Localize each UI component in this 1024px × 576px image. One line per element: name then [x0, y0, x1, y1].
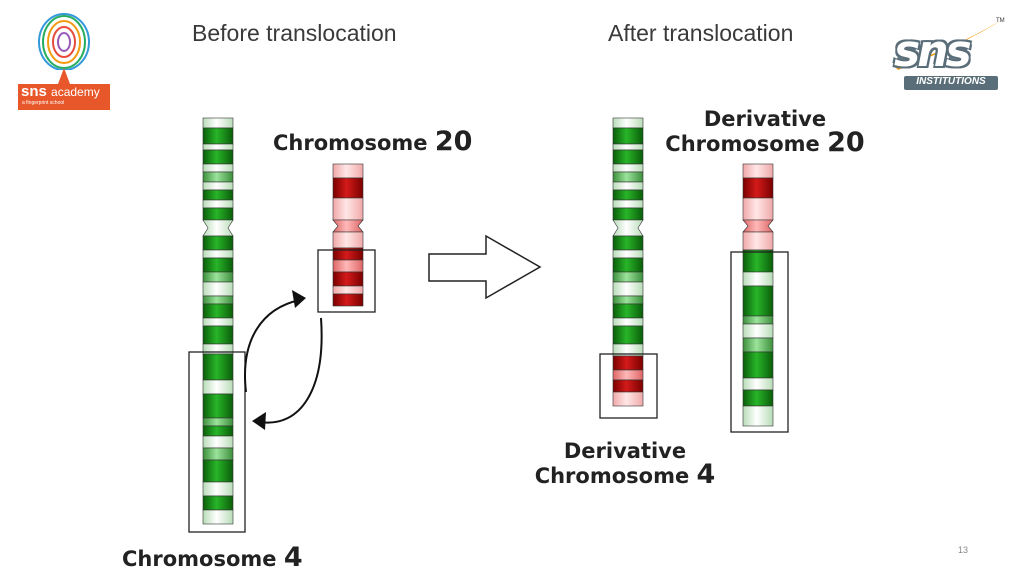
sns-institutions-logo: sns TM INSTITUTIONS — [884, 14, 1010, 96]
derivative-chromosome-4 — [612, 117, 644, 407]
chromosome-4-label: Chromosome 4 — [122, 544, 303, 571]
sns-academy-subtitle: academy — [51, 85, 100, 99]
chr4-number: 4 — [283, 542, 303, 573]
chromosome-4 — [202, 117, 234, 525]
chromosome-20-label: Chromosome 20 — [273, 128, 472, 155]
chr20-word: Chromosome — [273, 131, 428, 155]
derivative-chromosome-20-label: Derivative Chromosome 20 — [650, 107, 880, 158]
chr20-number: 20 — [434, 126, 473, 157]
sns-institutions-band: INSTITUTIONS — [904, 76, 998, 90]
der4-number: 4 — [696, 459, 716, 490]
sns-academy-title: sns — [21, 83, 47, 100]
der20-word: Chromosome — [665, 132, 820, 156]
derivative-chromosome-4-label: Derivative Chromosome 4 — [520, 439, 730, 490]
chr4-segment-box — [188, 351, 246, 533]
swap-arrowhead-top — [292, 290, 306, 308]
block-right-arrow-icon — [428, 234, 542, 300]
chr20-segment-box — [317, 249, 376, 313]
der4-segment-box — [599, 353, 658, 419]
after-heading: After translocation — [608, 20, 794, 46]
der20-line1: Derivative — [703, 107, 827, 131]
swap-arrowhead-bottom — [252, 412, 266, 430]
trademark-mark: TM — [996, 18, 1005, 24]
before-heading: Before translocation — [192, 20, 397, 46]
sns-academy-logo: sns academy a fingerprint school — [18, 12, 110, 112]
fingerprint-icon — [38, 13, 90, 84]
der20-number: 20 — [827, 127, 865, 158]
der4-line1: Derivative — [563, 439, 687, 463]
der20-segment-box — [730, 251, 789, 433]
sns-academy-band: sns academy a fingerprint school — [18, 84, 110, 110]
chr4-word: Chromosome — [122, 547, 277, 571]
slide-number: 13 — [958, 545, 969, 555]
swoosh-icon — [894, 20, 1002, 70]
curved-double-arrow-icon — [244, 299, 323, 424]
sns-institutions-letters: sns — [894, 26, 972, 77]
sns-academy-tagline: a fingerprint school — [22, 100, 65, 106]
chromosome-20 — [332, 163, 364, 307]
der4-word: Chromosome — [534, 464, 690, 488]
derivative-chromosome-20 — [742, 163, 774, 427]
